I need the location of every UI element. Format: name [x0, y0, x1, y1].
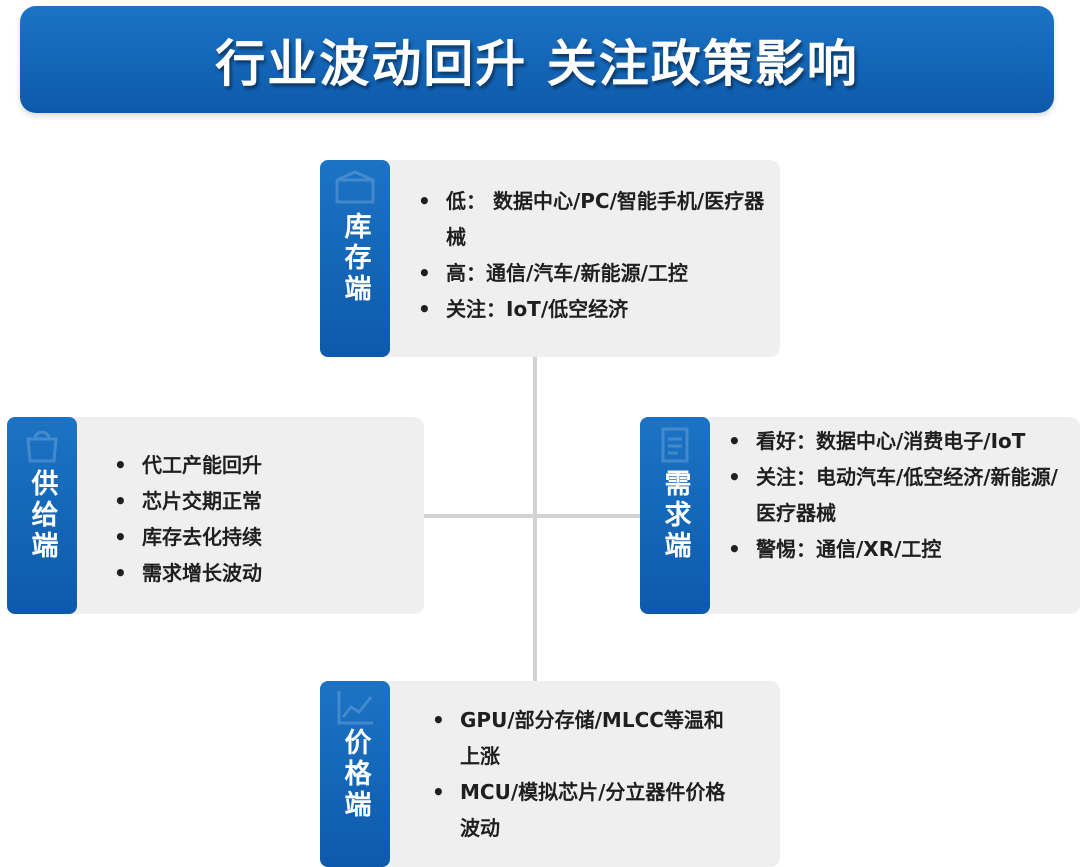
list-item: 高：通信/汽车/新能源/工控	[416, 255, 766, 291]
supply-tab: 供给端	[7, 417, 77, 614]
supply-label: 供给端	[26, 469, 58, 562]
line-chart-icon	[337, 691, 373, 725]
list-item: 芯片交期正常	[112, 483, 402, 519]
list-item: GPU/部分存储/MLCC等温和上涨	[430, 702, 730, 774]
box-icon	[335, 170, 375, 204]
list-item: 关注：电动汽车/低空经济/新能源/医疗器械	[726, 459, 1072, 531]
list-item: 库存去化持续	[112, 519, 402, 555]
page-title: 行业波动回升 关注政策影响	[215, 34, 859, 93]
demand-tab: 需求端	[640, 417, 710, 614]
price-tab: 价格端	[320, 681, 390, 867]
demand-label: 需求端	[659, 469, 691, 562]
price-list: GPU/部分存储/MLCC等温和上涨 MCU/模拟芯片/分立器件价格波动	[430, 702, 730, 846]
list-item: 代工产能回升	[112, 447, 402, 483]
inventory-list: 低： 数据中心/PC/智能手机/医疗器械 高：通信/汽车/新能源/工控 关注：I…	[416, 183, 766, 327]
shopping-bag-icon	[26, 430, 58, 463]
document-icon	[661, 427, 689, 463]
demand-list: 看好：数据中心/消费电子/IoT 关注：电动汽车/低空经济/新能源/医疗器械 警…	[726, 423, 1072, 567]
inventory-label: 库存端	[339, 212, 371, 305]
price-label: 价格端	[339, 727, 371, 821]
connector-vertical	[533, 357, 537, 681]
connector-horizontal	[424, 514, 640, 518]
list-item: 关注：IoT/低空经济	[416, 291, 766, 327]
title-banner: 行业波动回升 关注政策影响	[20, 6, 1054, 113]
list-item: 需求增长波动	[112, 555, 402, 591]
list-item: 警惕：通信/XR/工控	[726, 531, 1072, 567]
list-item: 看好：数据中心/消费电子/IoT	[726, 423, 1072, 459]
inventory-tab: 库存端	[320, 160, 390, 357]
list-item: 低： 数据中心/PC/智能手机/医疗器械	[416, 183, 766, 255]
supply-list: 代工产能回升 芯片交期正常 库存去化持续 需求增长波动	[112, 447, 402, 591]
list-item: MCU/模拟芯片/分立器件价格波动	[430, 774, 730, 846]
